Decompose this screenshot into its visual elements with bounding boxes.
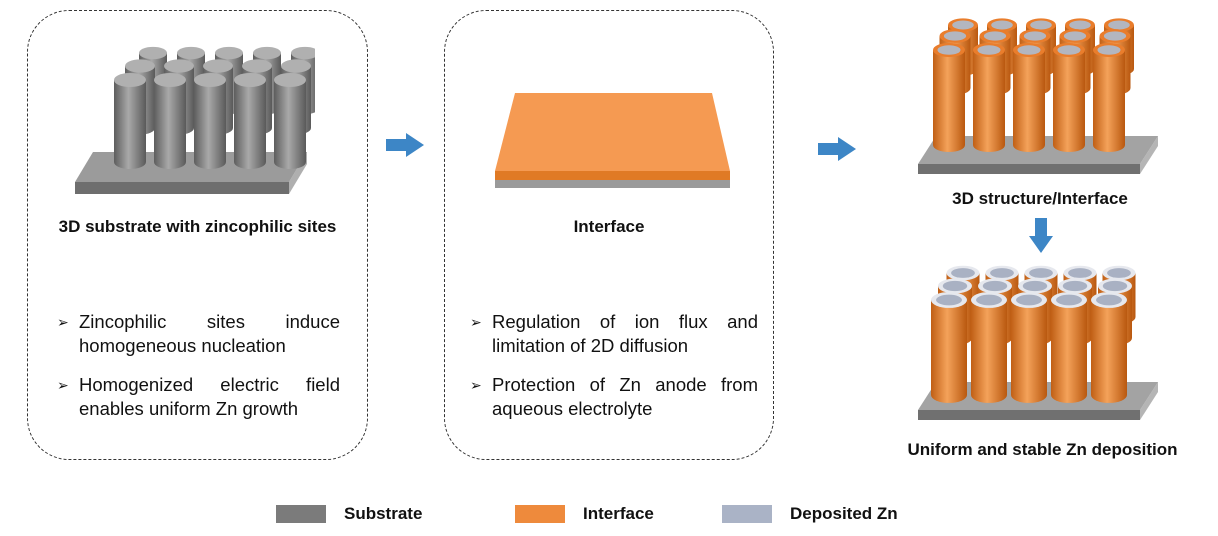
pillar: [933, 42, 965, 153]
structure-interface-caption: 3D structure/Interface: [952, 189, 1128, 208]
pillar: [931, 292, 967, 403]
deposited-pillars-figure: [918, 265, 1158, 420]
pillar: [1013, 42, 1045, 153]
bullet-item: ➢Homogenized electric field enables unif…: [57, 374, 340, 419]
interface-layer-figure: [495, 93, 730, 188]
interface-caption: Interface: [573, 217, 645, 236]
coated-pillars-figure: [918, 18, 1158, 174]
pillar: [194, 72, 226, 170]
bullet-arrow-icon: ➢: [57, 314, 69, 330]
pillar: [154, 72, 186, 170]
pillar: [973, 42, 1005, 153]
bullet-arrow-icon: ➢: [470, 377, 482, 393]
right-arrow-icon: [386, 133, 424, 157]
pillar: [234, 72, 266, 170]
down-arrow-icon: [1029, 218, 1053, 253]
pillar: [971, 292, 1007, 403]
bullet-item: ➢Regulation of ion flux and limitation o…: [470, 311, 758, 356]
legend-label: Deposited Zn: [790, 504, 898, 523]
substrate-bullet-list: ➢Zincophilic sites induce homogeneous nu…: [57, 310, 340, 436]
legend-interface: Interface: [515, 504, 654, 524]
pillar: [1091, 292, 1127, 403]
pillar: [1011, 292, 1047, 403]
deposited-zn-swatch: [722, 505, 772, 523]
pillar: [1051, 292, 1087, 403]
legend-deposited-zn: Deposited Zn: [722, 504, 898, 524]
substrate-caption: 3D substrate with zincophilic sites: [58, 217, 337, 236]
legend-label: Substrate: [344, 504, 423, 523]
substrate-pillars-figure: [75, 46, 315, 194]
legend-label: Interface: [583, 504, 654, 523]
pillar: [274, 72, 306, 170]
right-arrow-icon: [818, 137, 856, 161]
deposition-caption: Uniform and stable Zn deposition: [907, 440, 1178, 459]
bullet-item: ➢Protection of Zn anode from aqueous ele…: [470, 374, 758, 419]
interface-bullet-list: ➢Regulation of ion flux and limitation o…: [470, 310, 758, 436]
pillar: [114, 72, 146, 170]
interface-swatch: [515, 505, 565, 523]
interface-layer: [495, 93, 730, 188]
bullet-item: ➢Zincophilic sites induce homogeneous nu…: [57, 311, 340, 356]
pillar: [1053, 42, 1085, 153]
substrate-swatch: [276, 505, 326, 523]
substrate-panel: [27, 10, 368, 460]
interface-panel: [444, 10, 774, 460]
legend-substrate: Substrate: [276, 504, 422, 524]
substrate-plate: [75, 152, 307, 194]
pillar: [1093, 42, 1125, 153]
bullet-arrow-icon: ➢: [470, 314, 482, 330]
bullet-arrow-icon: ➢: [57, 377, 69, 393]
